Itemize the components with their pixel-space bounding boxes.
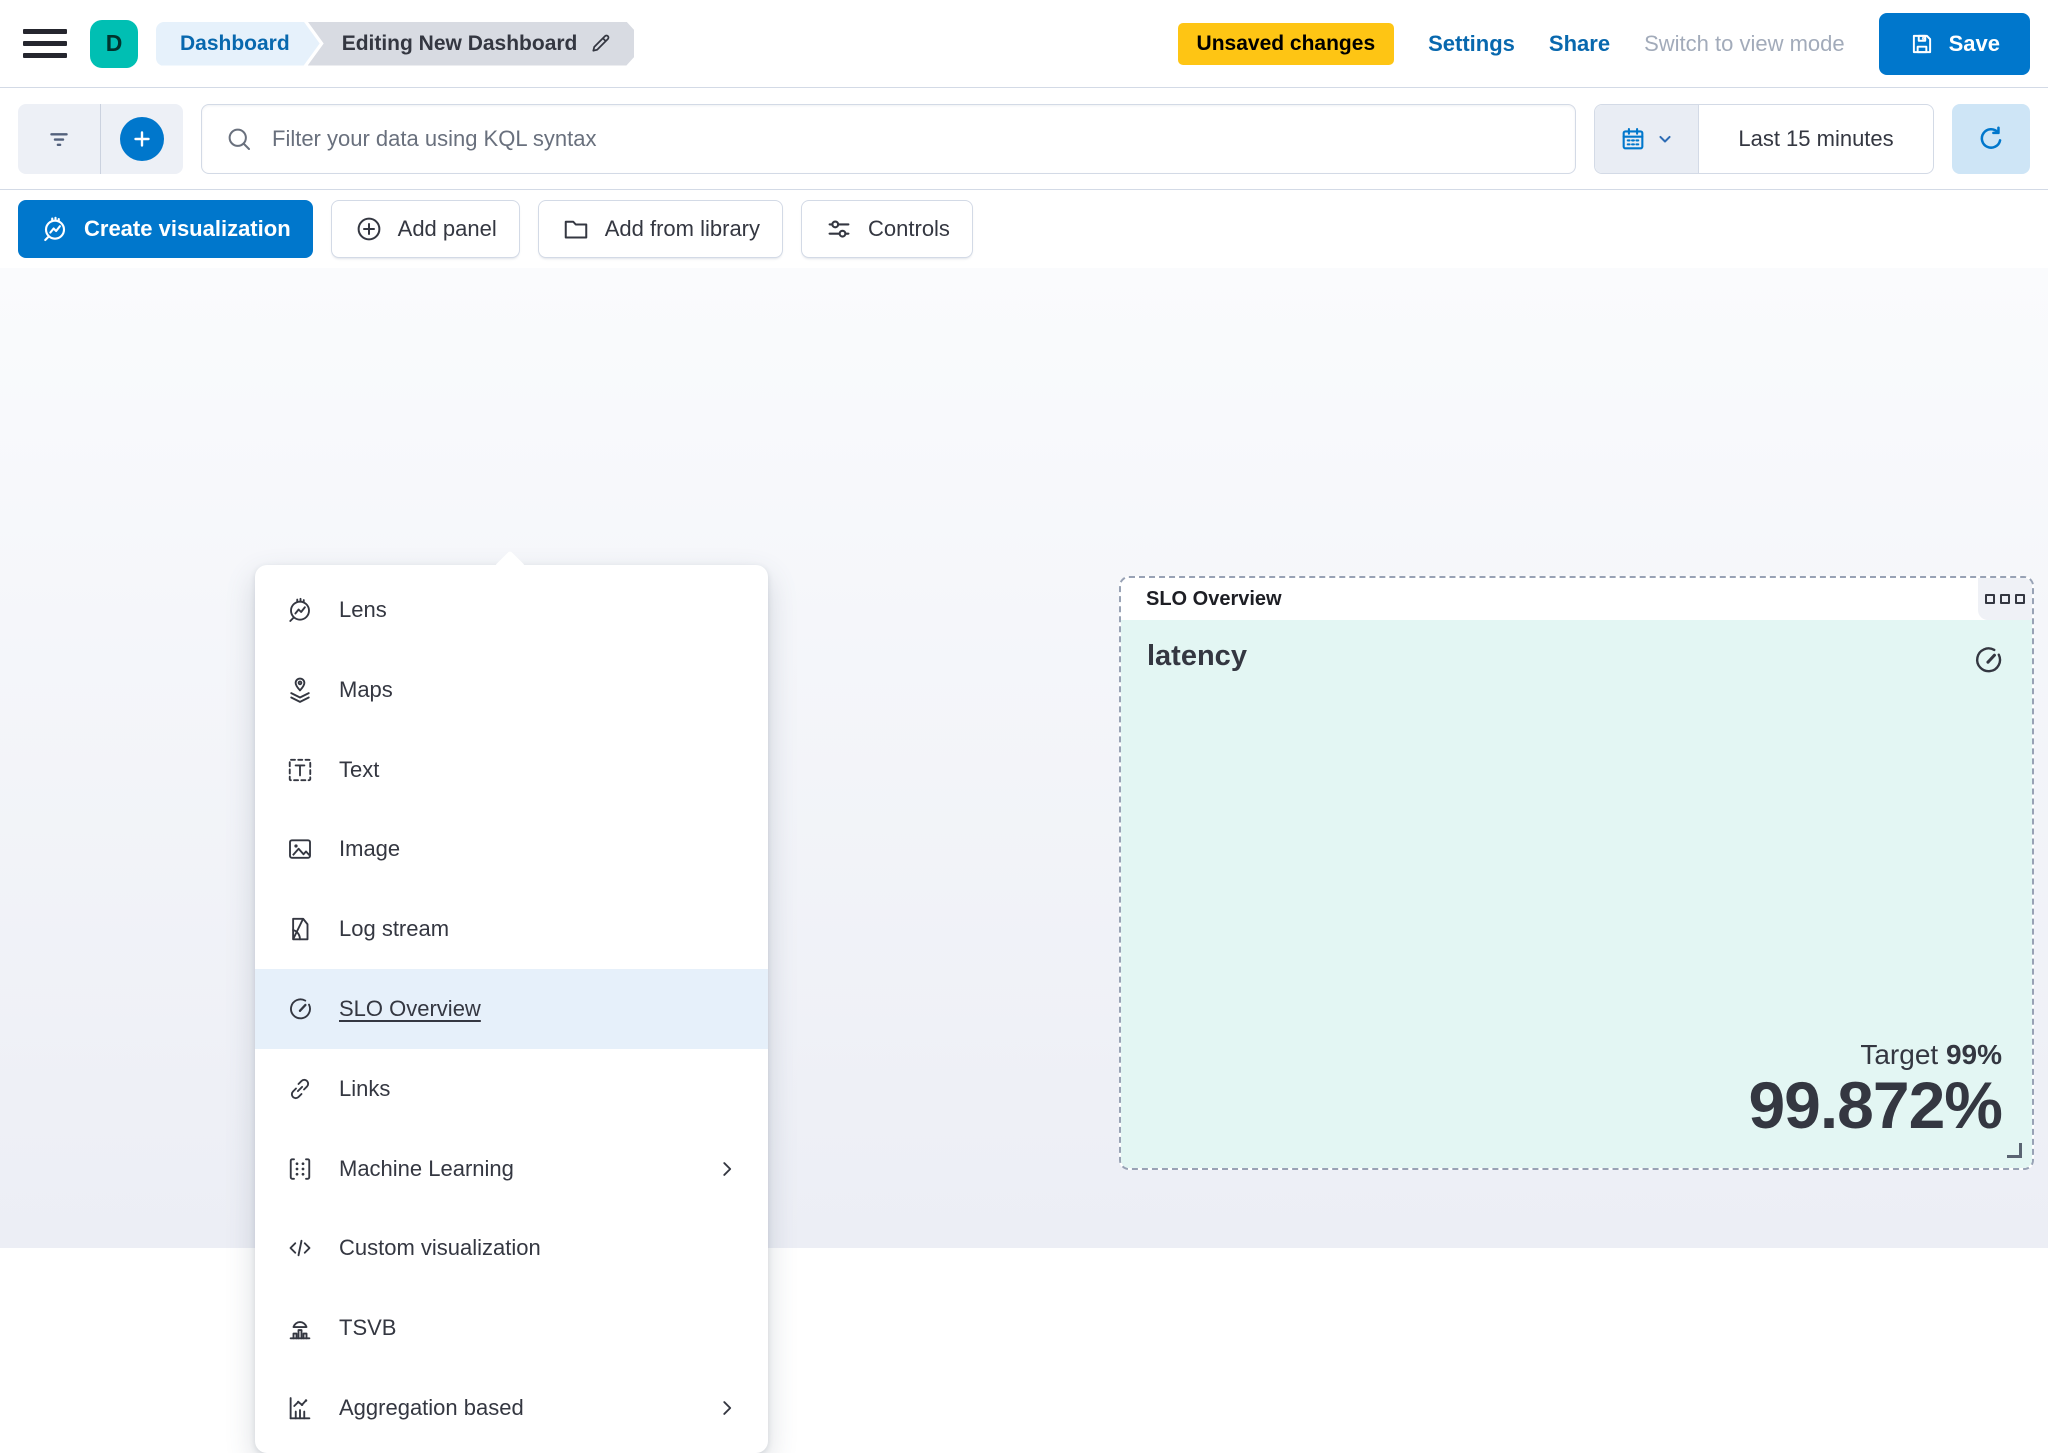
calendar-dropdown-button[interactable] <box>1595 104 1699 173</box>
menu-item-lens[interactable]: Lens <box>255 570 768 650</box>
unsaved-changes-badge: Unsaved changes <box>1177 22 1395 65</box>
breadcrumb-dashboard[interactable]: Dashboard <box>156 22 320 66</box>
settings-link[interactable]: Settings <box>1428 30 1515 56</box>
filter-icon[interactable] <box>18 104 100 174</box>
search-icon <box>228 128 250 150</box>
slo-target-label: Target <box>1860 1038 1939 1070</box>
add-panel-popover: Lens Maps Text <box>255 550 768 1453</box>
sliders-icon <box>828 220 850 238</box>
add-from-library-button[interactable]: Add from library <box>537 200 784 258</box>
menu-item-slo-overview[interactable]: SLO Overview <box>255 969 768 1049</box>
breadcrumb-current-label: Editing New Dashboard <box>341 31 578 55</box>
save-icon <box>1912 34 1931 53</box>
dashboard-toolbar: Create visualization Add panel Add from … <box>0 190 2048 268</box>
menu-item-aggregation-based[interactable]: Aggregation based <box>255 1368 768 1448</box>
add-from-library-label: Add from library <box>604 216 761 241</box>
slo-figures: Target 99% 99.872% <box>1748 1038 2003 1142</box>
controls-label: Controls <box>868 216 950 241</box>
chevron-down-icon <box>1658 135 1671 142</box>
dashboard-canvas: SLO Overview latency Target 99% 99.872% <box>0 268 2048 1453</box>
refresh-icon <box>1980 126 2002 149</box>
query-bar: Last 15 minutes <box>0 88 2048 190</box>
plus-icon <box>120 116 164 161</box>
menu-item-image[interactable]: Image <box>255 809 768 889</box>
kql-search-box <box>201 103 1576 174</box>
menu-icon[interactable] <box>18 17 72 71</box>
breadcrumb-current[interactable]: Editing New Dashboard <box>308 22 635 66</box>
save-button-label: Save <box>1948 30 2000 56</box>
machine-learning-icon <box>289 1157 311 1180</box>
refresh-button[interactable] <box>1952 103 2030 174</box>
slo-target-value: 99% <box>1945 1038 2002 1070</box>
add-filter-button[interactable] <box>101 104 183 174</box>
controls-button[interactable]: Controls <box>801 200 973 258</box>
text-icon <box>288 758 312 781</box>
pencil-icon <box>589 32 612 55</box>
link-icon <box>290 1078 310 1099</box>
panel-options-icon[interactable] <box>1978 578 2032 620</box>
chevron-right-icon <box>723 1401 732 1415</box>
create-visualization-button[interactable]: Create visualization <box>18 200 313 258</box>
time-range-value[interactable]: Last 15 minutes <box>1699 105 1933 173</box>
menu-item-maps[interactable]: Maps <box>255 650 768 730</box>
save-button[interactable]: Save <box>1878 12 2030 75</box>
share-link[interactable]: Share <box>1548 30 1611 56</box>
folder-icon <box>564 220 587 239</box>
panel-header: SLO Overview <box>1121 578 2032 620</box>
breadcrumb: Dashboard Editing New Dashboard <box>156 22 634 66</box>
divider <box>100 103 101 174</box>
menu-item-links[interactable]: Links <box>255 1049 768 1129</box>
menu-item-log-stream[interactable]: Log stream <box>255 889 768 969</box>
panel-body: latency Target 99% 99.872% <box>1121 620 2032 1168</box>
aggregation-icon <box>289 1397 311 1420</box>
calendar-icon <box>1622 127 1643 149</box>
switch-to-view-mode-link[interactable]: Switch to view mode <box>1644 30 1845 56</box>
filter-button-group <box>18 103 183 174</box>
menu-item-text[interactable]: Text <box>255 730 768 810</box>
menu-item-custom-visualization[interactable]: Custom visualization <box>255 1209 768 1289</box>
code-icon <box>289 1240 311 1257</box>
menu-item-machine-learning[interactable]: Machine Learning <box>255 1129 768 1209</box>
plus-circle-icon <box>357 217 381 241</box>
gauge-icon <box>290 998 311 1020</box>
log-stream-icon <box>292 917 309 941</box>
add-panel-button[interactable]: Add panel <box>330 200 520 258</box>
panel-title: SLO Overview <box>1146 587 1282 610</box>
avatar[interactable]: D <box>90 19 138 68</box>
kql-search-input[interactable] <box>272 125 1553 152</box>
lens-icon <box>289 597 310 622</box>
image-icon <box>289 839 311 860</box>
add-panel-label: Add panel <box>397 216 497 241</box>
slo-value: 99.872% <box>1748 1067 2003 1142</box>
menu-item-tsvb[interactable]: TSVB <box>255 1288 768 1368</box>
add-panel-menu: Lens Maps Text <box>255 565 768 1453</box>
tsvb-icon <box>289 1321 311 1340</box>
gauge-icon <box>1976 647 2002 673</box>
top-navigation: D Dashboard Editing New Dashboard Unsave… <box>0 0 2048 88</box>
slo-metric-label: latency <box>1147 640 1247 672</box>
chevron-right-icon <box>723 1161 732 1176</box>
time-range-picker: Last 15 minutes <box>1594 103 1934 174</box>
slo-overview-panel[interactable]: SLO Overview latency Target 99% 99.872% <box>1119 576 2034 1170</box>
panel-resize-handle[interactable] <box>2007 1143 2022 1158</box>
lens-icon <box>44 216 66 242</box>
maps-icon <box>290 677 310 703</box>
create-visualization-label: Create visualization <box>84 216 291 241</box>
